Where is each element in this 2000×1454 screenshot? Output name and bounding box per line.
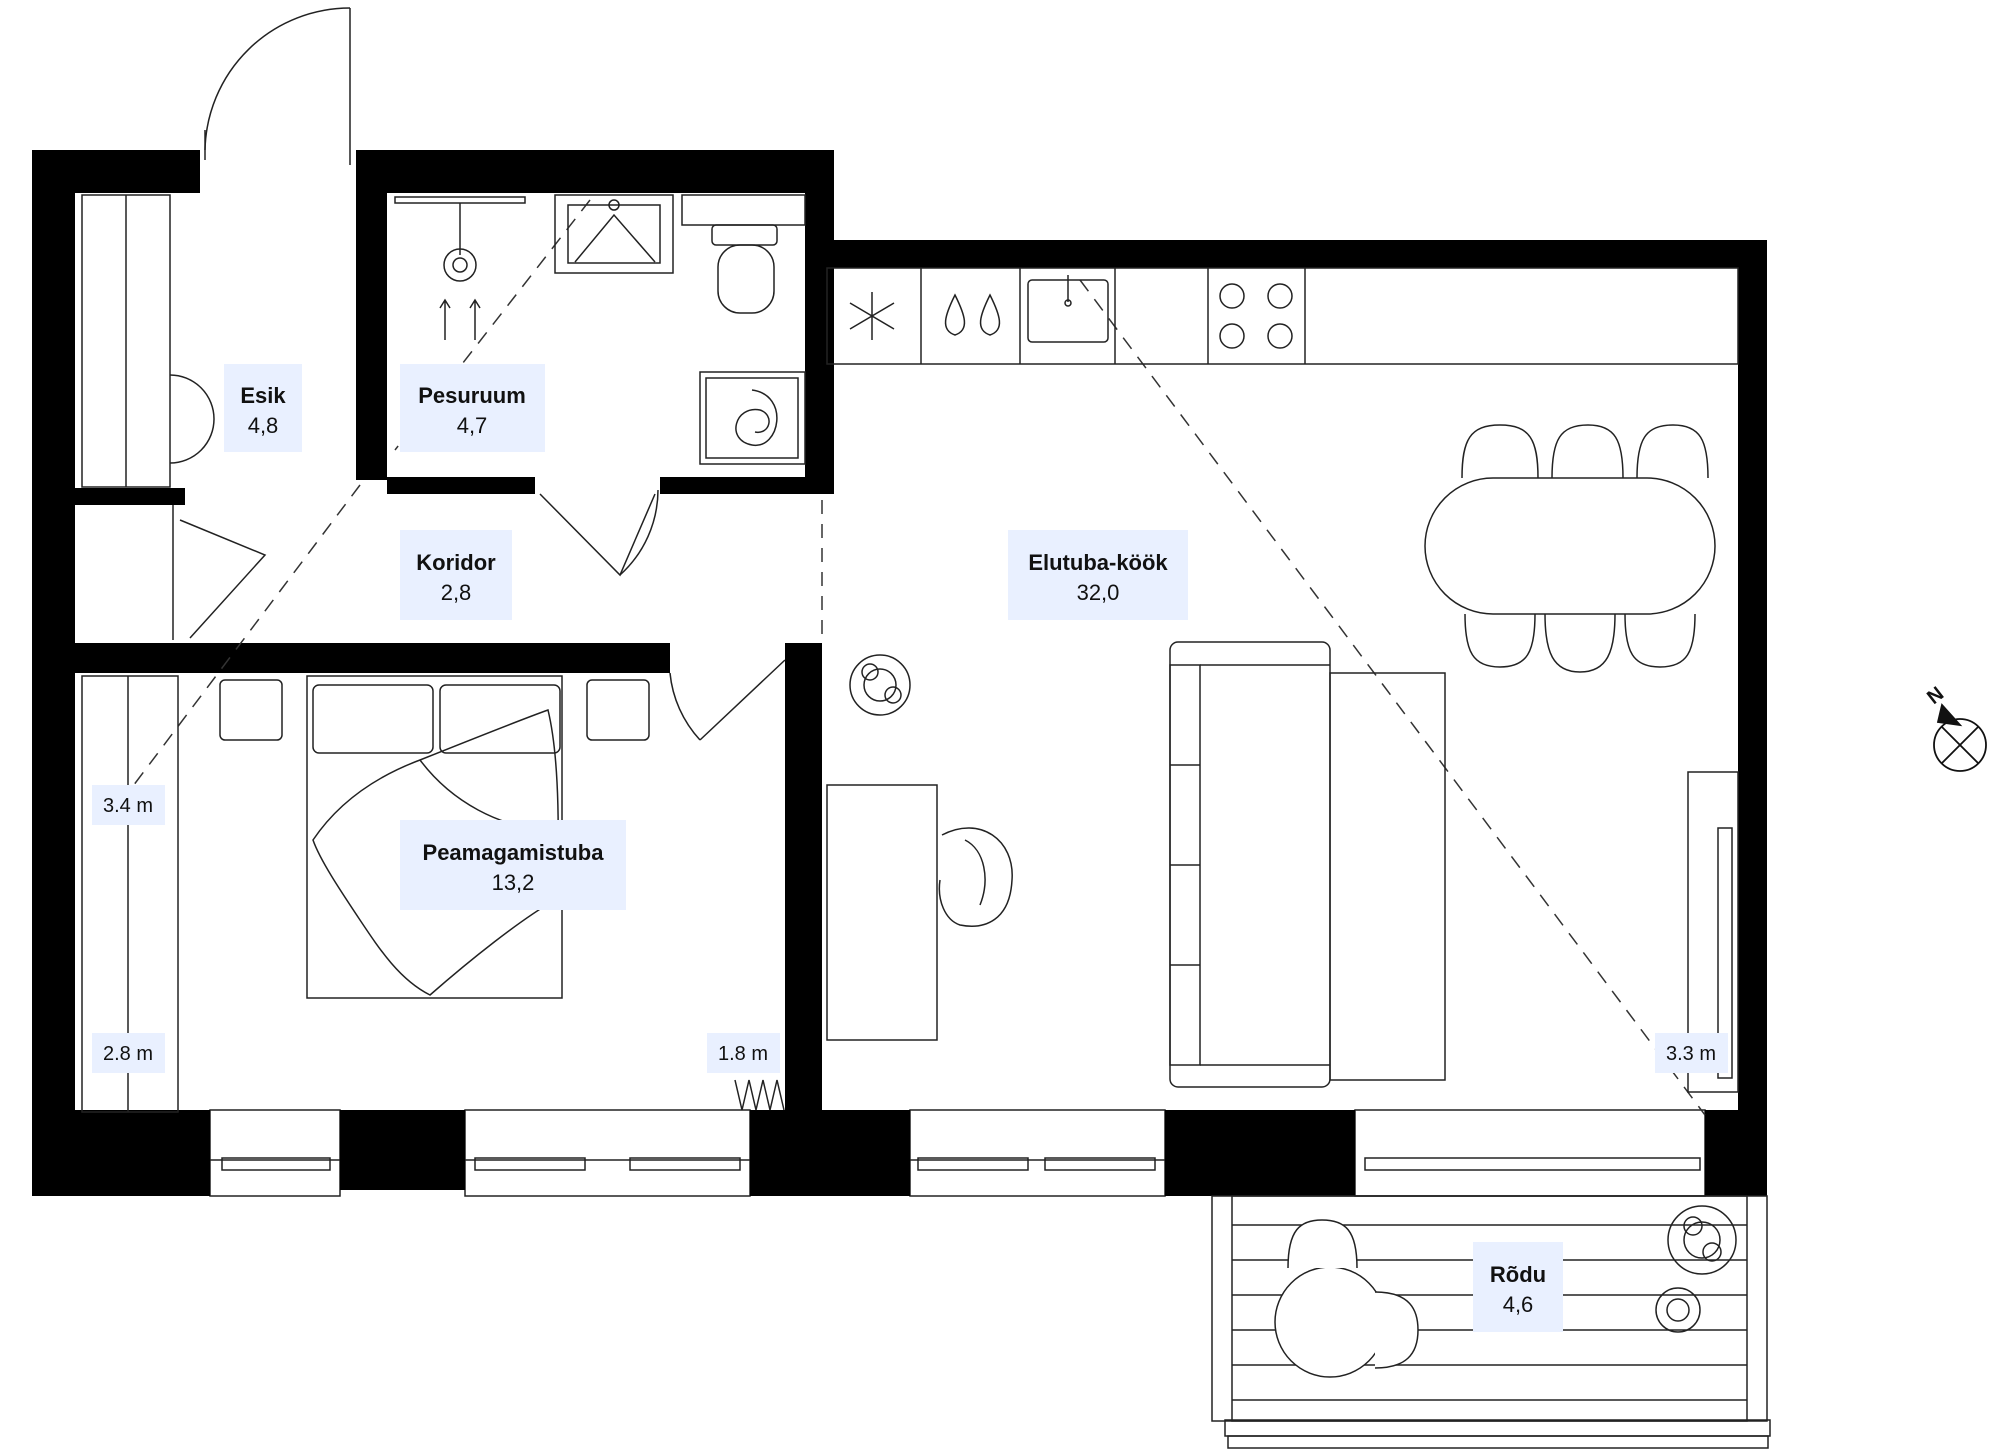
compass-icon: N: [1923, 683, 1987, 772]
dining-set: [1424, 424, 1716, 673]
tv-unit: [1687, 771, 1739, 1093]
room-area: 32,0: [1077, 580, 1120, 605]
room-name: Pesuruum: [418, 383, 526, 408]
bathroom-door[interactable]: [539, 489, 659, 577]
room-name: Esik: [240, 383, 286, 408]
plant-icon: [1667, 1205, 1737, 1275]
room-area: 13,2: [492, 870, 535, 895]
balcony: [1211, 1195, 1771, 1449]
room-label-elutuba: Elutuba-köök 32,0: [1008, 530, 1188, 620]
room-area: 2,8: [441, 580, 472, 605]
room-name: Elutuba-köök: [1028, 550, 1168, 575]
bedroom-door[interactable]: [669, 659, 786, 741]
sofa: [1169, 641, 1446, 1088]
dimension-label-wardrobe-bottom: 2.8 m: [92, 1033, 165, 1073]
bathroom-fixtures: [394, 194, 806, 465]
room-label-peamagamistuba: Peamagamistuba 13,2: [400, 820, 626, 910]
walls: [32, 150, 1767, 1196]
room-name: Rõdu: [1490, 1262, 1546, 1287]
room-area: 4,8: [248, 413, 279, 438]
kitchen-counter: [826, 267, 1739, 365]
dimension-label-living-corner: 3.3 m: [1655, 1033, 1728, 1073]
radiator: [734, 1079, 785, 1111]
closet-door[interactable]: [172, 505, 267, 640]
dimension-value: 3.4 m: [103, 795, 153, 817]
dimension-label-bedroom-corner: 1.8 m: [707, 1033, 780, 1073]
room-area: 4,7: [457, 413, 488, 438]
room-name: Peamagamistuba: [423, 840, 605, 865]
doors: [172, 7, 786, 741]
room-label-esik: Esik 4,8: [224, 364, 302, 452]
room-label-pesuruum: Pesuruum 4,7: [400, 364, 545, 452]
plants: [849, 654, 1737, 1333]
dimension-value: 1.8 m: [718, 1043, 768, 1065]
plant-icon: [1655, 1287, 1701, 1333]
compass-label: N: [1923, 683, 1948, 709]
dimension-value: 3.3 m: [1666, 1043, 1716, 1065]
dimension-value: 2.8 m: [103, 1043, 153, 1065]
room-area: 4,6: [1503, 1292, 1534, 1317]
room-label-rodu: Rõdu 4,6: [1473, 1242, 1563, 1332]
entry-door[interactable]: [204, 7, 351, 165]
dimension-label-wardrobe-top: 3.4 m: [92, 785, 165, 825]
room-name: Koridor: [416, 550, 496, 575]
desk: [826, 784, 1013, 1041]
plant-icon: [849, 654, 911, 716]
room-label-koridor: Koridor 2,8: [400, 530, 512, 620]
